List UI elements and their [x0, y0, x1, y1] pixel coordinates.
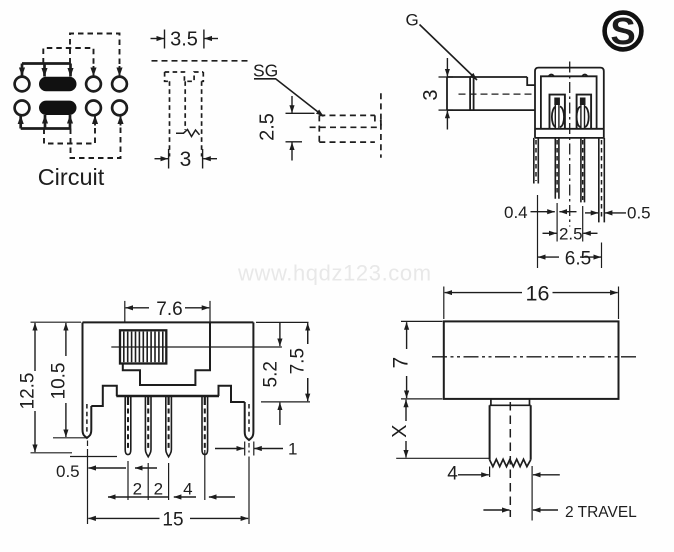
svg-text:X: X [389, 425, 411, 438]
svg-text:2: 2 [133, 480, 142, 499]
svg-text:7.5: 7.5 [287, 348, 308, 374]
svg-text:3: 3 [420, 89, 442, 100]
svg-text:7.6: 7.6 [156, 299, 182, 320]
svg-text:2.5: 2.5 [559, 225, 583, 244]
svg-text:7: 7 [390, 357, 413, 369]
svg-text:10.5: 10.5 [49, 363, 70, 400]
svg-text:G: G [406, 11, 419, 30]
svg-text:5.2: 5.2 [260, 361, 281, 387]
svg-text:2.5: 2.5 [257, 113, 279, 141]
svg-text:3: 3 [180, 148, 192, 171]
svg-text:SG: SG [253, 61, 278, 81]
svg-text:Circuit: Circuit [38, 164, 105, 190]
svg-text:6.5: 6.5 [565, 249, 591, 270]
svg-text:2: 2 [154, 480, 163, 499]
svg-text:www.hqdz123.com: www.hqdz123.com [237, 261, 432, 286]
svg-text:12.5: 12.5 [18, 373, 39, 410]
svg-text:16: 16 [526, 281, 550, 305]
svg-text:2 TRAVEL: 2 TRAVEL [565, 504, 637, 521]
svg-text:4: 4 [183, 480, 192, 499]
svg-text:15: 15 [162, 510, 183, 531]
svg-text:1: 1 [288, 440, 297, 459]
svg-text:S: S [610, 11, 635, 53]
svg-text:0.5: 0.5 [56, 462, 80, 481]
svg-text:0.5: 0.5 [627, 204, 651, 223]
svg-text:3.5: 3.5 [170, 29, 198, 51]
svg-text:0.4: 0.4 [504, 203, 528, 222]
svg-text:4: 4 [447, 464, 458, 485]
